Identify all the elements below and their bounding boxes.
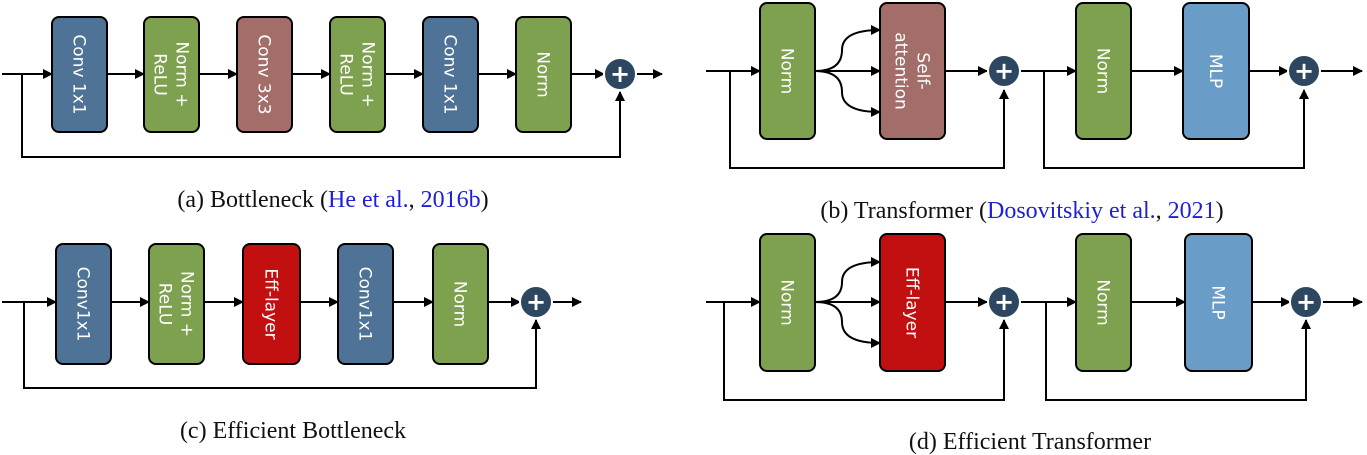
block-c-0-rect	[55, 243, 112, 365]
add-node-b-1: +	[987, 54, 1021, 88]
block-b-3-rect	[1182, 2, 1250, 140]
block-a-5: Norm	[515, 16, 572, 133]
block-c-1-rect	[148, 243, 205, 365]
add-node-d-1: +	[987, 285, 1021, 319]
block-b-2-rect	[1075, 2, 1132, 140]
block-b-2-label: Norm	[1093, 48, 1113, 94]
add-node-b-2-plus: +	[1294, 57, 1314, 85]
add-node-c: +	[519, 285, 553, 319]
caption-d: (d) Efficient Transformer	[909, 429, 1151, 455]
block-a-0-rect	[51, 16, 108, 133]
block-a-5-label: Norm	[533, 51, 553, 97]
block-b-3-label: MLP	[1205, 54, 1225, 88]
panel-a-connections	[2, 69, 663, 158]
block-a-0: Conv 1x1	[51, 16, 108, 133]
panel-c-efficient-bottleneck: Conv1x1 Norm +ReLU Eff-layer Conv1x1 Nor…	[2, 243, 582, 444]
add-node-c-plus: +	[526, 288, 546, 316]
add-node-d-2-plus: +	[1296, 288, 1316, 316]
panel-c-connections	[2, 297, 582, 389]
block-b-0-rect	[759, 2, 816, 140]
block-c-4-rect	[432, 243, 489, 365]
block-d-0-label: Norm	[777, 279, 797, 325]
add-node-d-2: +	[1289, 285, 1323, 319]
block-d-3-rect	[1184, 233, 1253, 372]
block-a-1: Norm +ReLU	[143, 16, 200, 133]
block-d-2-label: Norm	[1093, 279, 1113, 325]
block-b-3: MLP	[1182, 2, 1250, 140]
block-d-3: MLP	[1184, 233, 1253, 372]
block-d-1-rect	[879, 233, 946, 372]
block-b-2: Norm	[1075, 2, 1132, 140]
block-a-2: Conv 3x3	[236, 16, 293, 133]
block-d-1-label: Eff-layer	[902, 267, 922, 338]
add-node-a-plus: +	[610, 60, 630, 88]
add-node-b-1-plus: +	[994, 57, 1014, 85]
block-c-1: Norm +ReLU	[148, 243, 205, 365]
block-d-3-label: MLP	[1208, 285, 1228, 319]
block-c-2-rect	[242, 243, 301, 365]
block-a-4-label: Conv 1x1	[440, 34, 460, 114]
block-b-1-rect	[879, 2, 946, 140]
block-b-0-label: Norm	[777, 48, 797, 94]
block-a-3-label: Norm +ReLU	[336, 41, 378, 107]
block-a-4-rect	[422, 16, 479, 133]
block-c-1-label: Norm +ReLU	[155, 271, 197, 337]
caption-a: (a) Bottleneck (He et al., 2016b)	[177, 187, 488, 213]
block-a-4: Conv 1x1	[422, 16, 479, 133]
block-a-1-label: Norm +ReLU	[150, 41, 192, 107]
block-a-2-label: Conv 3x3	[254, 34, 274, 114]
add-node-b-2: +	[1287, 54, 1321, 88]
block-c-0-label: Conv1x1	[73, 267, 93, 342]
block-c-4-label: Norm	[450, 281, 470, 327]
block-c-3: Conv1x1	[337, 243, 394, 365]
block-b-1-label: Self-attention	[891, 32, 933, 110]
block-a-0-label: Conv 1x1	[69, 34, 89, 114]
block-c-3-label: Conv1x1	[355, 267, 375, 342]
caption-c: (c) Efficient Bottleneck	[180, 418, 406, 444]
panel-b-transformer: Norm Self-attention + Norm MLP + (b) Tra…	[706, 2, 1363, 224]
block-d-0-rect	[759, 233, 816, 372]
block-d-0: Norm	[759, 233, 816, 372]
block-b-1: Self-attention	[879, 2, 946, 140]
block-c-3-rect	[337, 243, 394, 365]
add-node-d-1-plus: +	[994, 288, 1014, 316]
block-c-2-label: Eff-layer	[261, 268, 281, 339]
caption-b: (b) Transformer (Dosovitskiy et al., 202…	[820, 198, 1223, 224]
panel-a-bottleneck: Conv 1x1 Norm +ReLU Conv 3x3 Norm +ReLU …	[2, 16, 663, 213]
block-a-1-rect	[143, 16, 200, 133]
panel-b-connections	[706, 25, 1363, 169]
block-c-2: Eff-layer	[242, 243, 301, 365]
block-c-0: Conv1x1	[55, 243, 112, 365]
add-node-a: +	[603, 57, 637, 91]
block-d-2: Norm	[1075, 233, 1132, 372]
block-a-5-rect	[515, 16, 572, 133]
panel-d-efficient-transformer: Norm Eff-layer + Norm MLP + (d) Efficien…	[706, 233, 1363, 455]
block-a-3: Norm +ReLU	[329, 16, 386, 133]
block-a-3-rect	[329, 16, 386, 133]
panel-d-connections	[706, 257, 1363, 401]
block-b-0: Norm	[759, 2, 816, 140]
block-d-1: Eff-layer	[879, 233, 946, 372]
block-a-2-rect	[236, 16, 293, 133]
block-d-2-rect	[1075, 233, 1132, 372]
block-c-4: Norm	[432, 243, 489, 365]
